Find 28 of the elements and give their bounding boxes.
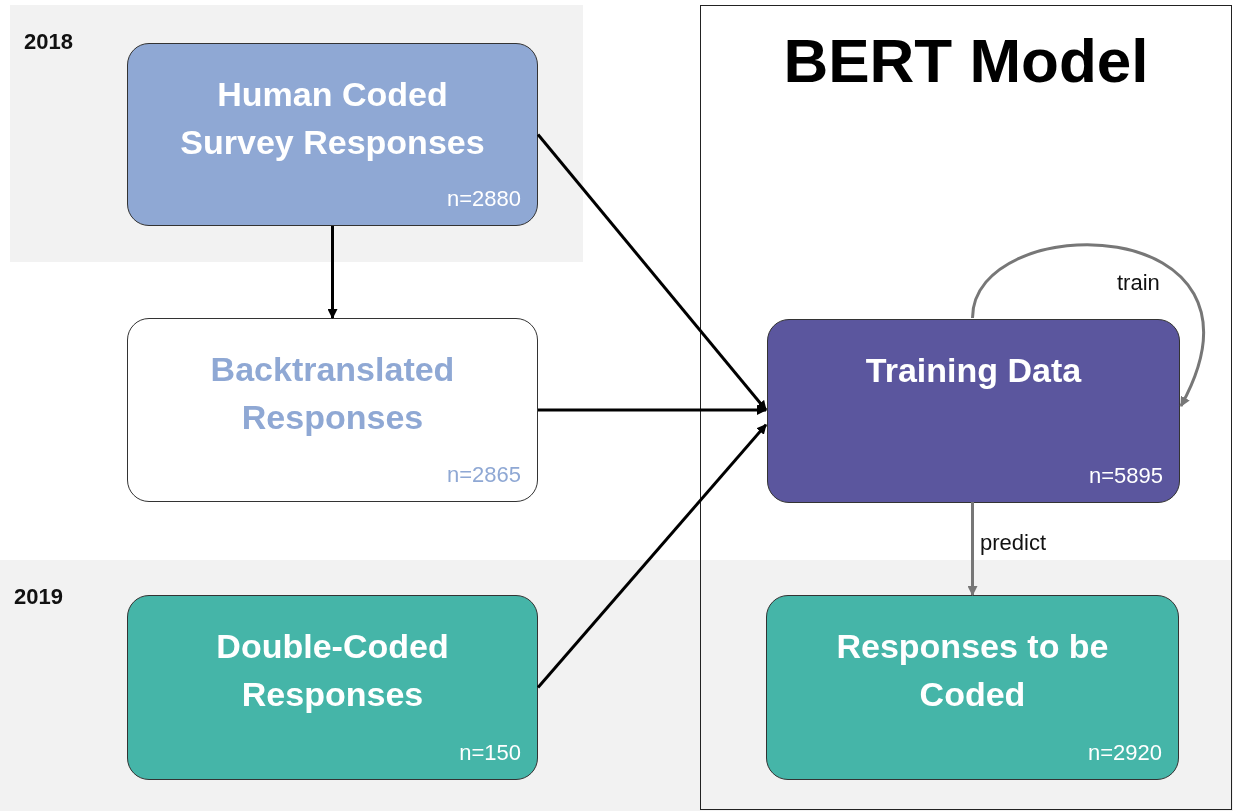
year-label: 2019 — [14, 583, 63, 611]
arrow — [971, 243, 1205, 407]
process-box — [127, 318, 538, 502]
arrow — [538, 405, 767, 415]
model-panel — [700, 5, 1232, 810]
year-band — [10, 5, 583, 262]
arrow — [327, 226, 338, 319]
arrow — [536, 133, 768, 411]
count-label: n=150 — [459, 739, 521, 767]
box-title: Human Coded Survey Responses — [179, 74, 486, 163]
count-label: n=2880 — [446, 185, 521, 213]
box-title: Backtranslated Responses — [209, 349, 456, 438]
edge-label: train — [1117, 272, 1160, 294]
box-title: Training Data — [864, 350, 1083, 391]
count-label: n=5895 — [1088, 462, 1163, 490]
process-box — [127, 43, 538, 226]
process-box — [766, 595, 1179, 780]
edge-label: predict — [980, 532, 1047, 554]
box-title: Double-Coded Responses — [215, 626, 450, 715]
panel-title: BERT Model — [782, 30, 1150, 92]
year-label: 2018 — [24, 28, 73, 56]
count-label: n=2865 — [446, 461, 521, 489]
box-title: Responses to be Coded — [835, 626, 1110, 715]
arrow — [967, 502, 978, 596]
arrow — [536, 423, 768, 689]
count-label: n=2920 — [1087, 739, 1162, 767]
process-box — [127, 595, 538, 780]
process-box — [767, 319, 1180, 503]
